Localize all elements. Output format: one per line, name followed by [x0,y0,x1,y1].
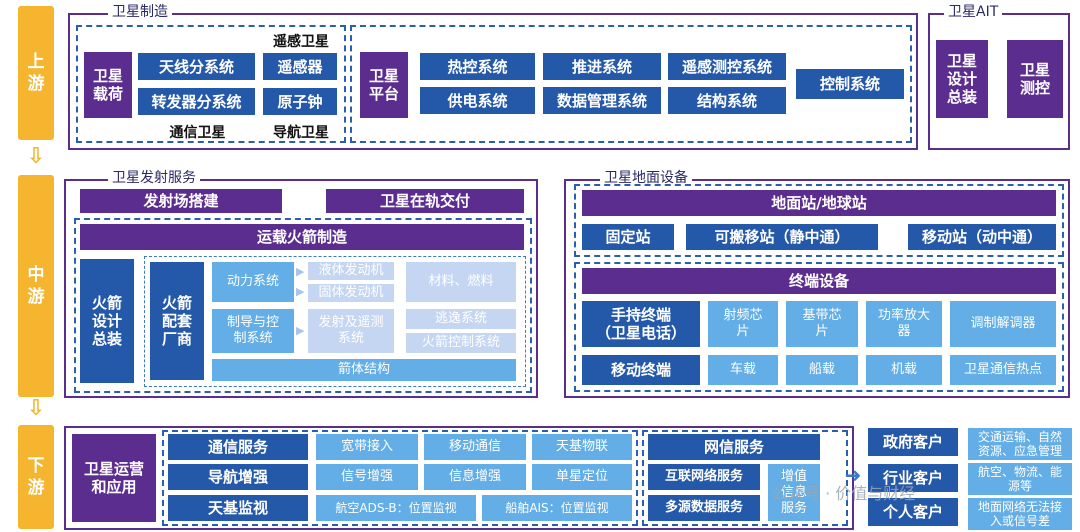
rocket-manufacturing-group [74,218,532,393]
in-orbit-delivery: 卫星在轨交付 [326,189,524,213]
fixed-station: 固定站 [582,224,674,250]
atomic-clock: 原子钟 [263,88,337,115]
transponder-subsystem: 转发器分系统 [138,88,255,115]
personal-customers: 个人客户 [868,498,958,526]
launch-vehicle-manufacturing: 运载火箭制造 [80,224,524,250]
stage-upstream: 上 游 [18,6,54,140]
satellite-ait-title: 卫星AIT [944,4,1003,20]
multi-source-data-service: 多源数据服务 [648,495,760,521]
mobile-terminal: 移动终端 [582,355,700,385]
escape-system: 逃逸系统 [406,309,516,329]
data-management-system: 数据管理系统 [543,87,661,114]
signal-augmentation: 信号增强 [316,464,418,490]
payload-box: 卫星 载荷 [84,52,132,118]
satellite-design-assembly: 卫星 设计 总装 [936,40,988,118]
government-description: 交通运输、自然 资源、应急管理 [968,428,1072,460]
remote-sensor: 遥感器 [263,53,337,80]
satellite-tt: 卫星 测控 [1007,40,1063,118]
navigation-augmentation: 导航增强 [168,464,308,490]
satellite-hotspot: 卫星通信热点 [950,355,1056,385]
industry-description: 航空、物流、能 源等 [968,463,1072,495]
baseband-chip: 基带芯 片 [786,301,858,347]
rs-tt-system: 遥感测控系统 [668,53,786,80]
power-system: 动力系统 [212,262,294,302]
stage-arrow-1: ⇩ [26,144,46,169]
arrow-3: ▶ [296,324,305,337]
antenna-subsystem: 天线分系统 [138,53,255,80]
personal-description: 地面网络无法接 入或信号差 [968,498,1072,530]
mobile-communication: 移动通信 [424,434,526,460]
ground-equipment-title: 卫星地面设备 [600,170,692,186]
platform-group [350,25,912,143]
rocket-vendor-group [144,256,526,387]
single-satellite-positioning: 单星定位 [532,464,632,490]
propulsion-system: 推进系统 [543,53,661,80]
payload-group [76,25,346,143]
communication-service: 通信服务 [168,434,308,460]
value-added-info-service: 增值 信息 服务 [768,464,820,521]
terminal-equipment: 终端设备 [582,268,1056,294]
solid-engine: 固体发动机 [308,284,394,302]
satellite-operations: 卫星运营 和应用 [72,434,156,522]
arrow-1: ▶ [296,265,305,278]
stage-arrow-2: ⇩ [26,396,46,421]
rocket-vendor: 火箭 配套 厂商 [150,262,204,380]
rocket-control-system: 火箭控制系统 [406,333,516,353]
portable-station: 可搬移站（静中通） [686,224,878,250]
stage-midstream: 中 游 [18,175,54,397]
control-system: 控制系统 [796,69,904,99]
comm-satellite-label: 通信卫星 [169,125,226,141]
platform-box: 卫星 平台 [360,52,408,118]
rs-satellite-label: 遥感卫星 [273,34,329,50]
modem: 调制解调器 [950,301,1056,347]
arrow-2: ▶ [296,285,305,298]
rocket-body-structure: 箭体结构 [212,359,516,381]
handheld-terminal: 手持终端 （卫星电话） [582,301,700,347]
application-services-group [162,430,638,526]
ship-mounted: 船载 [786,355,858,385]
government-customers: 政府客户 [868,428,958,456]
space-based-monitoring: 天基监视 [168,495,308,521]
stage-downstream: 下 游 [18,425,54,529]
satellite-manufacturing-title: 卫星制造 [108,4,172,20]
mobile-station: 移动站（动中通） [908,224,1056,250]
internet-network-service: 互联网络服务 [648,464,760,490]
launch-site-construction: 发射场搭建 [80,189,282,213]
ground-station-group [574,184,1064,257]
information-augmentation: 信息增强 [424,464,526,490]
launch-service-title: 卫星发射服务 [108,170,200,186]
power-supply-system: 供电系统 [420,87,535,114]
launch-telemetry-system: 发射及遥测 系统 [308,309,394,353]
ground-earth-station: 地面站/地球站 [582,190,1056,216]
broadband-access: 宽带接入 [316,434,418,460]
rf-chip: 射频芯 片 [708,301,778,347]
aircraft-mounted: 机载 [866,355,942,385]
materials-fuel: 材料、燃料 [406,262,516,302]
structure-system: 结构系统 [668,87,786,114]
watermark: 公众号 · 价值与财经 [772,484,916,503]
vehicle-mounted: 车载 [708,355,778,385]
ais-monitoring: 船舶AIS：位置监视 [482,495,632,521]
power-amplifier: 功率放大 器 [866,301,942,347]
nav-satellite-label: 导航卫星 [273,125,329,141]
industry-customers: 行业客户 [868,464,958,492]
rocket-design-assembly: 火箭 设计 总装 [80,259,134,383]
liquid-engine: 液体发动机 [308,262,394,280]
customer-arrow: ➜ [844,463,862,487]
space-iot: 天基物联 [532,434,632,460]
network-information-service: 网信服务 [648,434,820,460]
ads-b-monitoring: 航空ADS-B：位置监视 [316,495,476,521]
thermal-control-system: 热控系统 [420,53,535,80]
network-service-group [642,430,848,526]
satellite-manufacturing-frame [68,13,918,150]
guidance-control-system: 制导与控 制系统 [212,309,294,353]
terminal-equipment-group [574,262,1064,392]
